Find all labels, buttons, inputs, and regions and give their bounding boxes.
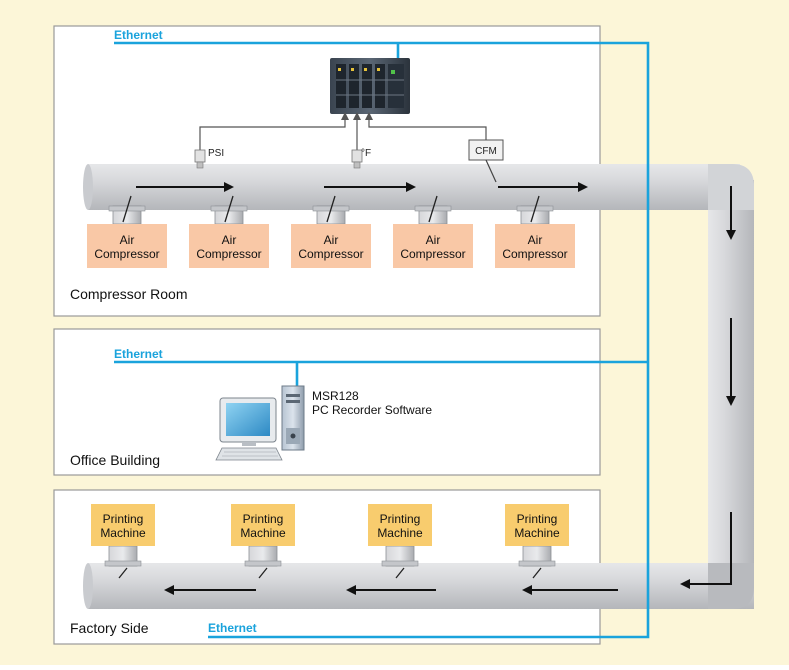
air-compressor-row: AirCompressorAirCompressorAirCompressorA… <box>87 195 575 268</box>
factory-side-label: Factory Side <box>70 620 149 636</box>
unit-box <box>368 504 432 546</box>
unit-label-line1: Printing <box>103 512 144 526</box>
unit-box <box>189 224 269 268</box>
unit-box <box>231 504 295 546</box>
ethernet-label-factory: Ethernet <box>208 621 257 635</box>
unit-label-line1: Air <box>528 233 543 247</box>
unit-box <box>87 224 167 268</box>
pressure-sensor-icon <box>194 149 206 169</box>
unit-label-line2: Machine <box>100 526 146 540</box>
unit-box <box>91 504 155 546</box>
bottom-flow-arrows <box>164 585 618 595</box>
office-building-panel <box>53 328 601 476</box>
right-flow-arrows <box>680 186 736 589</box>
valve-indicator <box>395 567 405 579</box>
valve-indicator <box>122 195 132 223</box>
unit-label-line2: Compressor <box>400 247 465 261</box>
unit-label-line1: Printing <box>243 512 284 526</box>
valve-indicator <box>428 195 438 223</box>
valve-flange <box>381 560 419 567</box>
unit-label-line2: Compressor <box>502 247 567 261</box>
unit-label-line1: Printing <box>517 512 558 526</box>
office-building-label: Office Building <box>70 452 160 468</box>
valve-indicator <box>326 195 336 223</box>
recorder-tower-icon <box>281 385 305 451</box>
ethernet-label-office: Ethernet <box>114 347 163 361</box>
desktop-computer-icon <box>215 397 283 461</box>
unit-label-line2: Compressor <box>94 247 159 261</box>
ethernet-main-line <box>114 41 650 639</box>
unit-box <box>291 224 371 268</box>
unit-label-line1: Air <box>222 233 237 247</box>
valve-flange <box>244 560 282 567</box>
top-flow-arrows <box>136 182 588 192</box>
plc-rack-icon <box>330 58 410 114</box>
valve-indicator <box>258 567 268 579</box>
unit-label-line1: Air <box>426 233 441 247</box>
pipe-bottom-corner <box>708 563 754 609</box>
unit-label-line2: Machine <box>240 526 286 540</box>
compressor-room-label: Compressor Room <box>70 286 187 302</box>
unit-label-line1: Air <box>120 233 135 247</box>
valve-flange <box>518 560 556 567</box>
valve-flange <box>104 560 142 567</box>
sensor-arrowheads <box>341 112 373 120</box>
unit-label-line2: Machine <box>514 526 560 540</box>
unit-label-line1: Printing <box>380 512 421 526</box>
pipe-bottom-end <box>83 563 93 609</box>
psi-label: PSI <box>208 148 224 159</box>
temperature-sensor-icon <box>351 149 363 169</box>
unit-box <box>393 224 473 268</box>
unit-label-line2: Compressor <box>298 247 363 261</box>
recorder-model-label: MSR128 <box>312 389 359 403</box>
valve-indicator <box>118 567 128 579</box>
unit-label-line2: Machine <box>377 526 423 540</box>
valve-indicator <box>224 195 234 223</box>
ethernet-label-compressor: Ethernet <box>114 28 163 42</box>
valve-indicator <box>532 567 542 579</box>
unit-box <box>495 224 575 268</box>
valve-indicator <box>530 195 540 223</box>
unit-label-line2: Compressor <box>196 247 261 261</box>
temperature-label: °F <box>361 148 371 159</box>
pipe-top-end <box>83 164 93 210</box>
cfm-label: CFM <box>475 146 497 157</box>
pipe-bottom-run <box>88 563 754 609</box>
printing-machine-row: PrintingMachinePrintingMachinePrintingMa… <box>91 504 569 579</box>
recorder-software-label: PC Recorder Software <box>312 403 432 417</box>
cfm-probe <box>485 159 497 183</box>
unit-label-line1: Air <box>324 233 339 247</box>
unit-box <box>505 504 569 546</box>
